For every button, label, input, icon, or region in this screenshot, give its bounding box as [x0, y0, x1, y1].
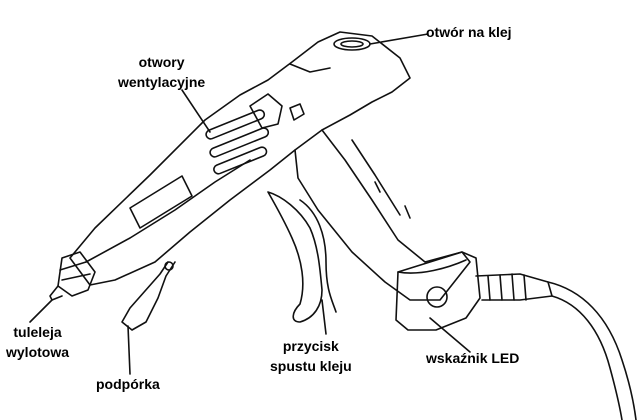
label-led: wskaźnik LED	[426, 350, 520, 366]
label-nozzle-line-1: tuleleja	[13, 324, 62, 340]
top-switch	[249, 93, 283, 129]
stand-pivot	[164, 261, 174, 271]
label-trigger-line-2: spustu kleju	[270, 358, 352, 374]
strain-relief-ring	[487, 275, 491, 301]
nozzle-ring	[59, 261, 87, 271]
led-base-edge	[397, 259, 467, 274]
vent-slot	[213, 146, 268, 175]
barrel-inner-line	[85, 159, 251, 263]
strain-relief-ring	[511, 273, 515, 301]
trigger	[267, 191, 323, 323]
label-nozzle-line-2: wylotowa	[6, 344, 70, 360]
label-trigger: przycisk spustu kleju	[270, 336, 352, 376]
barrel-upper-line	[289, 63, 331, 73]
vent-slot	[205, 109, 266, 140]
leader-line	[321, 299, 327, 335]
label-vents: otwory wentylacyjne	[118, 52, 205, 92]
power-cord	[547, 281, 637, 420]
handle-grip-mark	[374, 181, 381, 193]
vent-slot	[209, 127, 270, 158]
glue-opening-inner	[340, 40, 364, 48]
leader-line	[369, 33, 429, 45]
strain-relief-ring	[523, 274, 527, 301]
handle-grip-mark	[404, 205, 411, 219]
nozzle-tip	[49, 285, 63, 301]
led-base	[395, 251, 481, 331]
wire-stand	[121, 261, 176, 331]
side-plate	[129, 175, 193, 229]
leader-line	[181, 89, 211, 133]
gun-handle	[294, 129, 471, 301]
handle-grip-line	[351, 139, 401, 216]
label-trigger-line-1: przycisk	[282, 338, 339, 354]
nozzle-ring	[61, 273, 91, 281]
trigger-guard	[299, 199, 337, 313]
strain-relief-ring	[499, 274, 503, 301]
leader-line	[429, 317, 471, 353]
label-vents-line-1: otwory	[138, 54, 185, 70]
top-switch-detail	[289, 103, 305, 121]
label-vents-line-2: wentylacyjne	[118, 74, 206, 90]
gun-barrel	[69, 31, 411, 286]
label-nozzle: tuleleja wylotowa	[6, 322, 69, 362]
glue-opening-shape	[333, 37, 371, 51]
label-stand: podpórka	[96, 376, 160, 392]
leader-line	[127, 325, 131, 375]
leader-line	[29, 299, 53, 323]
power-cord	[551, 295, 623, 420]
label-glue-opening: otwór na klej	[426, 24, 512, 40]
led-indicator-shape	[426, 286, 448, 308]
